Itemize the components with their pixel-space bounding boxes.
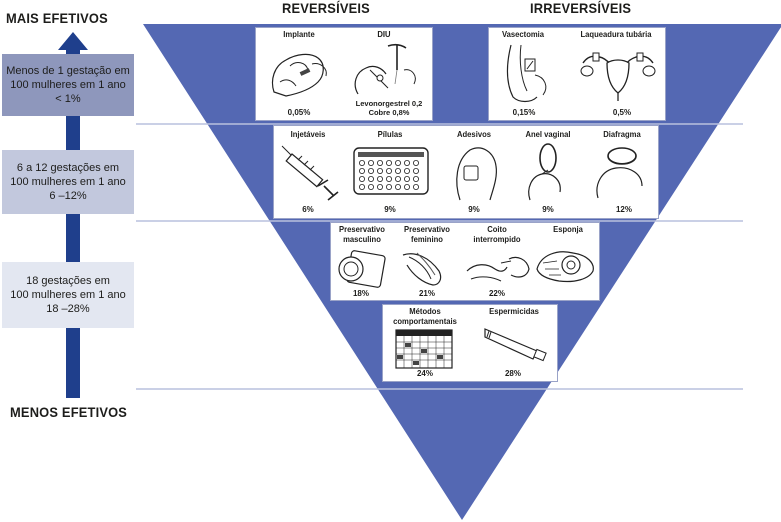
patches-label: Adesivos [456, 129, 492, 139]
ring-illustration [522, 140, 572, 202]
tier4-box: Métodos comportamentais 24% Espermicidas… [382, 304, 558, 382]
effectiveness-arrow [58, 32, 88, 398]
tubal-illustration [577, 41, 659, 103]
tier1-reversible-box: Implante 0,05% DIU Levonorgestrel 0,2 Co… [255, 27, 433, 121]
pills-pct: 9% [384, 205, 396, 214]
male-condom-label-2: masculino [343, 234, 381, 244]
male-condom-illustration [333, 247, 387, 289]
patches-pct: 9% [468, 205, 480, 214]
iud-illustration [348, 40, 426, 98]
implant-illustration [266, 42, 336, 100]
iud-note-2: Cobre 0,8% [368, 108, 410, 117]
level-2-box: 6 a 12 gestações em 100 mulheres em 1 an… [2, 150, 134, 214]
tubal-label: Laqueadura tubária [580, 29, 652, 39]
calendar-illustration [395, 329, 453, 369]
behavioral-label-1: Métodos [409, 306, 441, 316]
level-1-line1: Menos de 1 gestação em [6, 65, 130, 77]
injectables-pct: 6% [302, 205, 314, 214]
iud-label: DIU [377, 29, 391, 39]
tier2-box: Injetáveis 6% Pílulas 9% Adesivos [273, 125, 659, 219]
implant-pct: 0,05% [287, 108, 311, 117]
level-3-line3: 18 –28% [46, 303, 90, 315]
level-3-line2: 100 mulheres em 1 ano [10, 289, 126, 301]
withdrawal-pct: 22% [488, 289, 505, 298]
vasectomy-label: Vasectomia [501, 29, 545, 39]
ring-label: Anel vaginal [525, 129, 571, 139]
level-2-line1: 6 a 12 gestações em [16, 162, 120, 174]
sponge-label: Esponja [553, 224, 583, 234]
withdrawal-illustration [465, 249, 531, 285]
diaphragm-pct: 12% [615, 205, 632, 214]
tubal-pct: 0,5% [612, 108, 632, 117]
irreversible-header: IRREVERSÍVEIS [530, 0, 632, 16]
level-1-box: Menos de 1 gestação em 100 mulheres em 1… [2, 54, 134, 116]
level-2-line3: 6 –12% [49, 190, 87, 202]
injectables-label: Injetáveis [290, 129, 326, 139]
pills-illustration [352, 146, 430, 196]
female-condom-illustration [399, 247, 451, 289]
reversible-header: REVERSÍVEIS [282, 0, 370, 16]
pills-label: Pílulas [377, 129, 403, 139]
spermicide-illustration [483, 323, 553, 367]
iud-note-1: Levonorgestrel 0,2 [355, 99, 423, 108]
implant-label: Implante [283, 29, 315, 39]
diaphragm-label: Diafragma [603, 129, 641, 139]
least-effective-label: MENOS EFETIVOS [10, 404, 128, 420]
female-condom-label-1: Preservativo [404, 224, 450, 234]
injectables-illustration [278, 142, 342, 202]
patches-illustration [450, 142, 500, 202]
vasectomy-illustration [497, 41, 557, 105]
female-condom-pct: 21% [418, 289, 435, 298]
spermicide-pct: 28% [504, 369, 521, 378]
diaphragm-illustration [592, 140, 654, 202]
level-2-line2: 100 mulheres em 1 ano [10, 176, 126, 188]
level-1-line2: 100 mulheres em 1 ano [10, 79, 126, 91]
vasectomy-pct: 0,15% [512, 108, 536, 117]
male-condom-pct: 18% [352, 289, 369, 298]
level-1-line3: < 1% [55, 93, 81, 105]
behavioral-label-2: comportamentais [393, 316, 457, 326]
behavioral-pct: 24% [416, 369, 433, 378]
withdrawal-label-1: Coito [487, 224, 507, 234]
female-condom-label-2: feminino [411, 234, 443, 244]
sponge-illustration [535, 239, 597, 285]
level-3-line1: 18 gestações em [26, 275, 110, 287]
level-3-box: 18 gestações em 100 mulheres em 1 ano 18… [2, 262, 134, 328]
tier3-box: Preservativo masculino 18% Preservativo … [330, 222, 600, 301]
ring-pct: 9% [542, 205, 554, 214]
spermicide-label: Espermicidas [489, 306, 539, 316]
most-effective-label: MAIS EFETIVOS [6, 10, 108, 26]
withdrawal-label-2: interrompido [473, 234, 521, 244]
tier1-irreversible-box: Vasectomia 0,15% Laqueadura tubária 0,5% [488, 27, 666, 121]
male-condom-label-1: Preservativo [339, 224, 385, 234]
